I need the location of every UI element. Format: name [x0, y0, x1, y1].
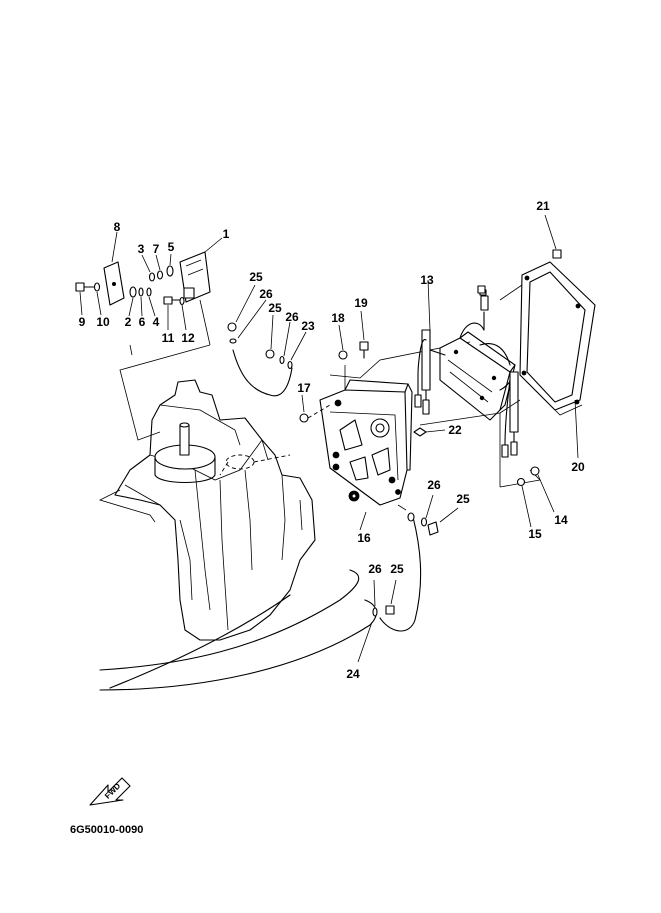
- callout-5: 5: [168, 240, 175, 254]
- part-9-bolt: [75, 282, 85, 292]
- bracket-outline: [119, 299, 211, 441]
- callout-15: 15: [528, 527, 542, 541]
- lower-bolt-25: [427, 521, 439, 536]
- callout-9: 9: [79, 315, 86, 329]
- callout-26c: 26: [427, 478, 441, 492]
- callout-13: 13: [420, 273, 434, 287]
- callout-16: 16: [357, 531, 371, 545]
- mid-bolt-25: [265, 349, 275, 359]
- callout-10: 10: [96, 315, 110, 329]
- lower-terminal: [407, 512, 415, 522]
- callout-17: 17: [297, 381, 311, 395]
- upper-bolt-25: [227, 322, 237, 332]
- callout-labels: 1 2 3 4 5 6 7 8 9 10 11 12 13 14 15 16 1…: [79, 199, 585, 681]
- part-19-bolt: [359, 341, 369, 351]
- callout-4: 4: [153, 315, 160, 329]
- callout-12: 12: [181, 331, 195, 345]
- callout-2: 2: [125, 315, 132, 329]
- part-5-grommet: [166, 265, 174, 277]
- cdi-unit-13: [414, 279, 519, 458]
- callout-26b: 26: [285, 310, 299, 324]
- callout-1: 1: [223, 227, 230, 241]
- callout-24: 24: [346, 667, 360, 681]
- callout-25a: 25: [249, 270, 263, 284]
- cover-gasket-20: [419, 214, 596, 488]
- ground-lead-upper: [227, 284, 307, 397]
- part-11-screw: [163, 296, 173, 305]
- callout-20: 20: [571, 460, 585, 474]
- callout-11: 11: [162, 331, 175, 345]
- callout-26a: 26: [259, 287, 273, 301]
- grommet-pair: [516, 466, 555, 528]
- part-12-washer: [179, 296, 185, 306]
- part-6-washer: [138, 287, 144, 297]
- ground-lead-lower: [357, 494, 459, 663]
- callout-14: 14: [554, 513, 568, 527]
- callout-25c: 25: [456, 492, 470, 506]
- callout-8: 8: [114, 220, 121, 234]
- callout-3: 3: [138, 242, 145, 256]
- upper-washer-26: [229, 338, 237, 344]
- lower-washer-26: [420, 517, 428, 527]
- callout-21: 21: [536, 199, 550, 213]
- forward-direction-arrow: FWD: [89, 777, 131, 806]
- callout-19: 19: [354, 296, 368, 310]
- part-10-washer: [93, 282, 101, 292]
- part-22-screw: [413, 427, 427, 437]
- engine-block: [98, 379, 377, 691]
- part-4-washer: [146, 287, 152, 297]
- mounting-plate-16: [319, 379, 413, 506]
- cdi-bracket-assembly: [75, 251, 211, 306]
- leader-lines-left: [79, 231, 223, 331]
- part-15-collar: [516, 477, 526, 487]
- part-17-grommet: [299, 413, 309, 423]
- bottom-washer-26: [372, 607, 378, 617]
- bottom-bolt-25: [385, 605, 395, 615]
- part-3-grommet: [148, 272, 156, 282]
- part-18-grommet: [338, 350, 348, 360]
- part-2-nut: [129, 286, 137, 298]
- callout-18: 18: [331, 311, 345, 325]
- callout-23: 23: [301, 319, 315, 333]
- callout-6: 6: [139, 315, 146, 329]
- callout-26d: 26: [368, 562, 382, 576]
- callout-22: 22: [448, 423, 462, 437]
- callout-25b: 25: [268, 301, 282, 315]
- callout-7: 7: [153, 242, 160, 256]
- part-7-collar: [156, 270, 164, 280]
- mid-washer-26: [279, 355, 285, 365]
- drawing-code: 6G50010-0090: [70, 824, 143, 836]
- part-14-grommet: [530, 466, 540, 476]
- part-21-screw: [552, 249, 562, 259]
- terminal-23: [287, 360, 293, 370]
- callout-25d: 25: [390, 562, 404, 576]
